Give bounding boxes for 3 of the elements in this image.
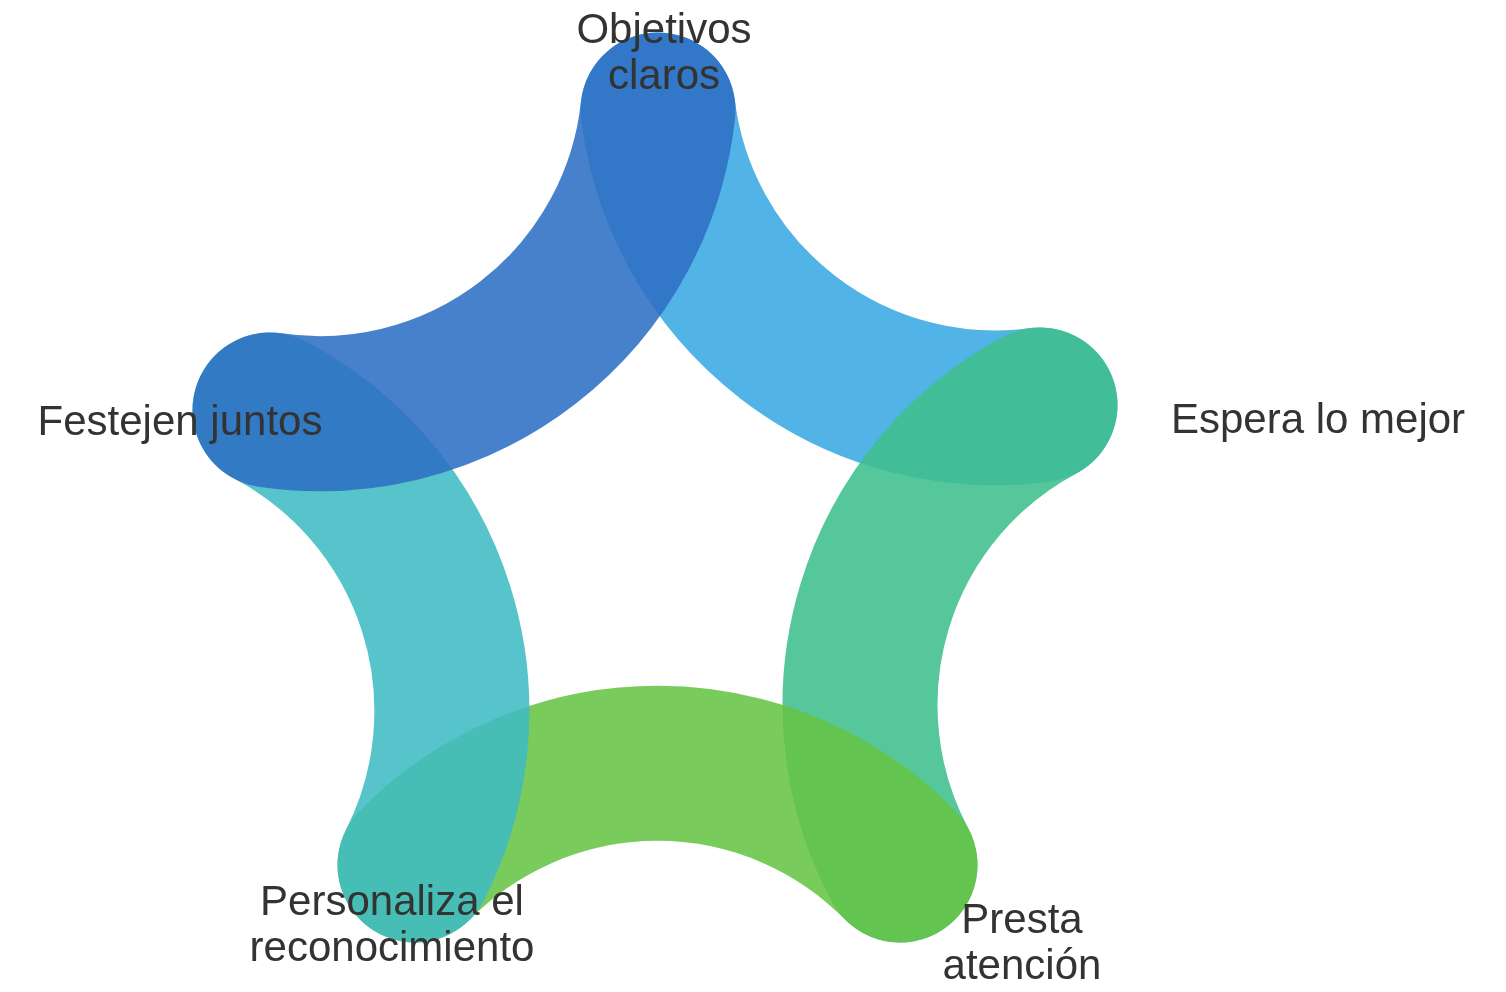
segment-label: Espera lo mejor: [1169, 396, 1467, 442]
segment-label: Objetivos claros: [575, 6, 753, 98]
segment-label: Presta atención: [941, 896, 1103, 988]
